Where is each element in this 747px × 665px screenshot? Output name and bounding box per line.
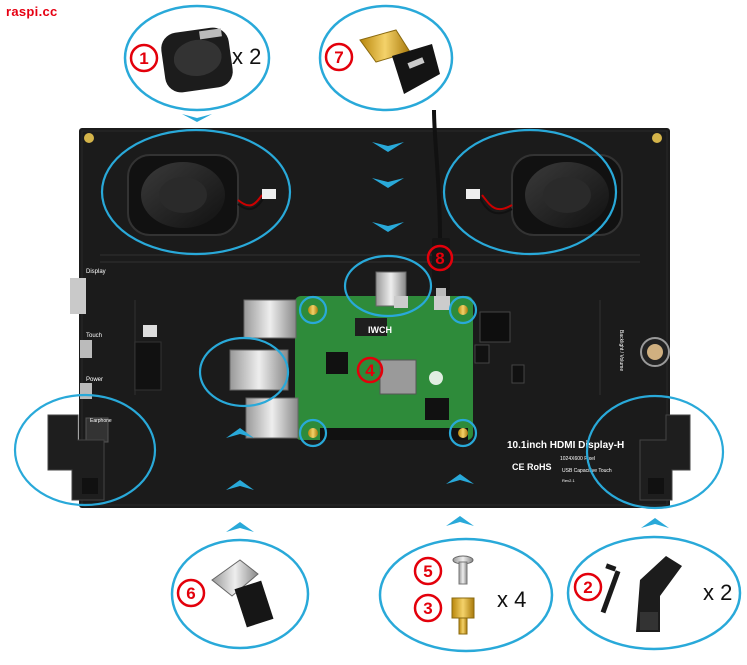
badge-4-text: 4	[365, 361, 375, 380]
speaker-right	[466, 154, 623, 236]
badge-7-text: 7	[334, 48, 343, 67]
cert-label: CE RoHS	[512, 462, 552, 472]
touch-type-label: USB Capacitive Touch	[562, 468, 612, 474]
button-frame	[134, 341, 162, 391]
resolution-label: 1024X600 Pixel	[560, 456, 595, 462]
badge-8-text: 8	[435, 249, 444, 268]
stand-bracket-right	[639, 414, 691, 501]
raspberry-pi-board: IWCH	[229, 271, 473, 440]
callout-2-multiplier: x 2	[703, 580, 732, 605]
usb-port-stack	[243, 299, 297, 339]
stand-bracket-icon	[636, 556, 682, 632]
backlight-label: Backlight / Volume	[618, 330, 624, 371]
board-highlight-rings	[13, 128, 725, 510]
arrow-down	[372, 222, 404, 232]
usb-cable	[432, 109, 450, 296]
badge-6	[176, 578, 206, 608]
product-title: 10.1inch HDMI Display-H	[507, 440, 624, 451]
power-port-label: Power	[86, 377, 103, 383]
badge-3	[413, 593, 443, 623]
arrow-down	[372, 142, 404, 152]
ram-chip	[326, 352, 348, 374]
mount-hole	[652, 133, 662, 143]
badge-1	[129, 43, 159, 73]
standoff-ring	[298, 295, 328, 325]
standoff-icon	[451, 597, 475, 635]
ethernet-port	[245, 397, 299, 439]
small-chip	[474, 344, 490, 364]
standoff	[458, 428, 468, 438]
raspberry-logo	[429, 371, 443, 385]
board-badge-8: 8	[426, 244, 454, 272]
gpio-header	[320, 428, 468, 440]
pi-silk-label: IWCH	[368, 325, 392, 335]
standoff-ring	[448, 418, 478, 448]
arrow-up	[226, 480, 254, 490]
callout-stand-bracket: 2 x 2	[566, 535, 742, 651]
arrow-up	[446, 474, 474, 484]
speaker-icon	[161, 27, 233, 93]
badge-1-text: 1	[139, 49, 148, 68]
board-button	[143, 325, 157, 337]
micro-hdmi-port	[394, 296, 408, 308]
callout-1-multiplier: x 2	[232, 44, 261, 69]
small-chip	[511, 364, 525, 384]
earphone-port-label: Earphone	[90, 418, 112, 424]
revision-label: Rev2.1	[562, 478, 575, 483]
arrow-up	[226, 428, 254, 438]
hdmi-adapter-ring	[343, 254, 433, 318]
standoff-ring	[298, 418, 328, 448]
callout-usb-adapter: 6	[170, 538, 310, 650]
display-connector	[355, 318, 387, 336]
hdmi-adapter-icon	[359, 29, 440, 94]
right-bracket-ring	[585, 394, 725, 510]
badge-5-text: 5	[423, 562, 432, 581]
arrow-up	[226, 522, 254, 532]
power-port	[80, 383, 92, 399]
standoff	[458, 305, 468, 315]
touch-port	[80, 340, 92, 358]
usb-adapter-icon	[211, 559, 274, 628]
hdmi-port	[70, 278, 86, 314]
usb-c-port	[434, 296, 450, 310]
badge-7	[324, 42, 354, 72]
badge-2	[573, 572, 603, 602]
soc-chip	[379, 359, 417, 395]
badge-6-text: 6	[186, 584, 195, 603]
arrow-down	[372, 178, 404, 188]
standoff	[308, 305, 318, 315]
mount-hole	[84, 133, 94, 143]
speaker-right-ring	[442, 128, 618, 256]
stand-bracket-left	[47, 414, 105, 501]
badge-2-text: 2	[583, 578, 592, 597]
screw-icon	[452, 555, 474, 585]
arrow-up	[446, 516, 474, 526]
usb-port-stack	[229, 349, 289, 391]
callout-5-multiplier: x 4	[497, 587, 526, 612]
badge-5	[413, 556, 443, 586]
callout-speaker: 1 x 2	[123, 4, 271, 112]
arrow-down	[182, 114, 212, 122]
speaker-left	[127, 154, 276, 236]
right-connector	[479, 311, 511, 343]
speaker-left-ring	[100, 128, 292, 256]
assembly-arrows	[182, 114, 669, 532]
rotary-knob-center	[647, 344, 663, 360]
left-bracket-ring	[13, 393, 157, 507]
board-badge-4: 4	[356, 356, 384, 384]
usb-adapter-ring	[198, 336, 290, 408]
display-port-label: Display	[86, 269, 106, 275]
standoff-ring	[448, 295, 478, 325]
arrow-up	[641, 518, 669, 528]
usb-controller-chip	[425, 398, 449, 420]
callout-screws-standoffs: 5 3 x 4	[378, 537, 554, 653]
callout-hdmi-adapter: 7	[318, 4, 454, 112]
watermark: raspi.cc	[6, 4, 58, 19]
standoff	[308, 428, 318, 438]
touch-port-label: Touch	[86, 333, 102, 339]
badge-3-text: 3	[423, 599, 432, 618]
screw-long-icon	[600, 563, 621, 614]
